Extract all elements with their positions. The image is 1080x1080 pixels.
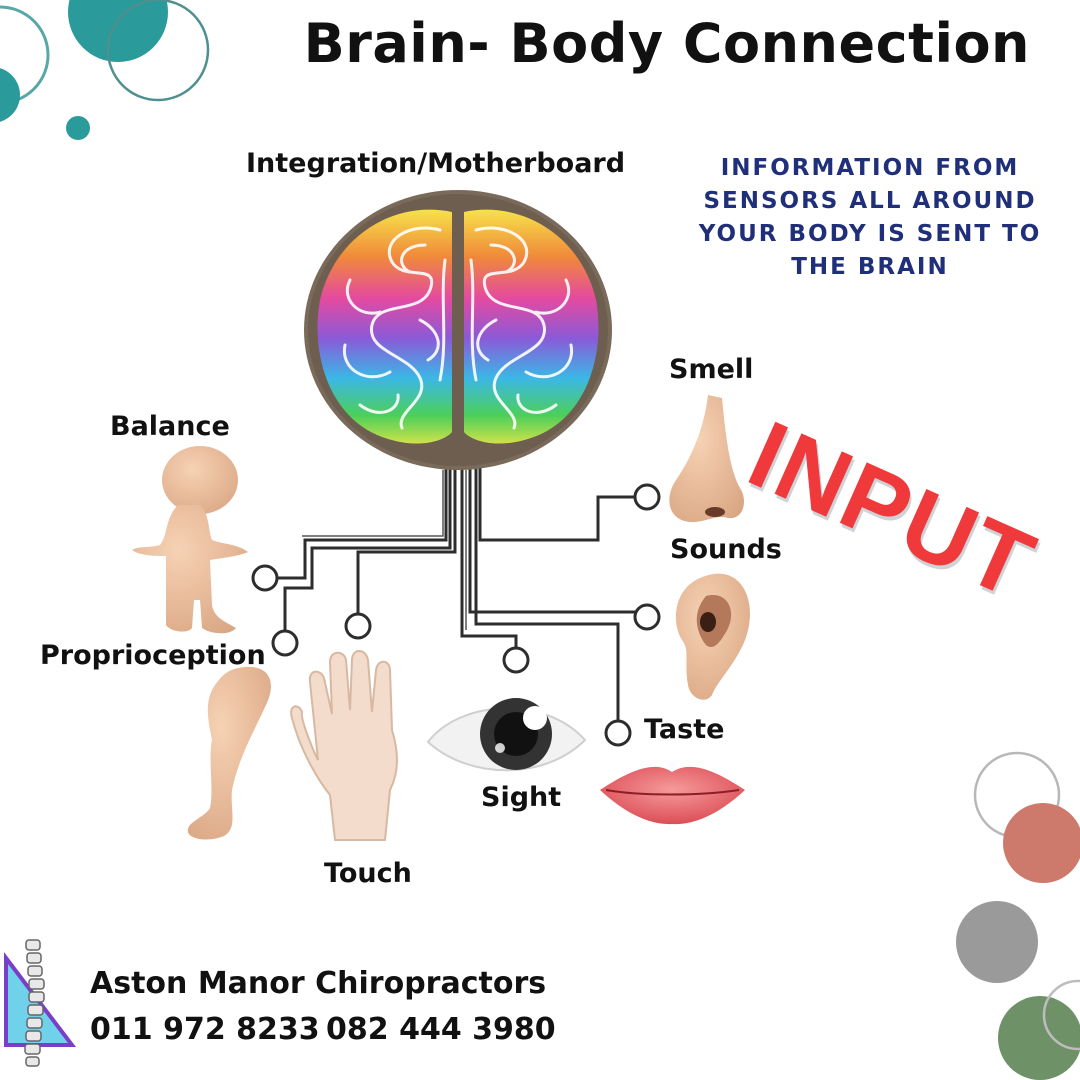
body-figure-icon xyxy=(132,446,248,634)
node-proprioception xyxy=(271,629,299,657)
node-touch xyxy=(344,612,372,640)
info-text: Information from sensors all around your… xyxy=(698,155,1042,280)
leg-icon xyxy=(187,666,271,840)
node-taste xyxy=(604,719,632,747)
footer-phone-1: 011 972 8233 xyxy=(90,1012,320,1047)
circuit-nodes xyxy=(251,483,661,747)
label-sounds: Sounds xyxy=(670,534,782,565)
brain-icon xyxy=(304,190,612,470)
deco-dot-teal xyxy=(66,116,90,140)
page-title: Brain- Body Connection xyxy=(303,12,1030,75)
deco-disc-terracotta xyxy=(1003,803,1080,883)
label-touch: Touch xyxy=(324,858,412,889)
nose-icon xyxy=(669,395,744,523)
footer-clinic-name: Aston Manor Chiropractors xyxy=(90,966,547,1001)
deco-disc-teal-small xyxy=(0,68,20,122)
deco-ring-teal-2 xyxy=(106,0,210,102)
label-sight: Sight xyxy=(481,782,562,813)
node-sight xyxy=(502,646,530,674)
label-smell: Smell xyxy=(669,354,754,385)
label-proprioception: Proprioception xyxy=(40,640,266,671)
node-sounds xyxy=(633,603,661,631)
hand-icon xyxy=(290,650,398,841)
deco-disc-green xyxy=(998,996,1080,1080)
deco-ring-grey-2 xyxy=(1042,979,1080,1051)
ear-icon xyxy=(675,573,750,700)
eye-icon xyxy=(426,698,587,772)
label-taste: Taste xyxy=(644,714,725,745)
spine-logo-icon xyxy=(3,939,77,1067)
lips-icon xyxy=(600,766,745,825)
node-balance xyxy=(251,564,279,592)
node-smell xyxy=(633,483,661,511)
deco-disc-teal xyxy=(68,0,168,62)
footer-phone-2: 082 444 3980 xyxy=(326,1012,556,1047)
label-balance: Balance xyxy=(110,411,230,442)
deco-ring-teal-1 xyxy=(0,5,50,105)
deco-disc-grey xyxy=(956,901,1038,983)
brain-label: Integration/Motherboard xyxy=(246,148,626,179)
